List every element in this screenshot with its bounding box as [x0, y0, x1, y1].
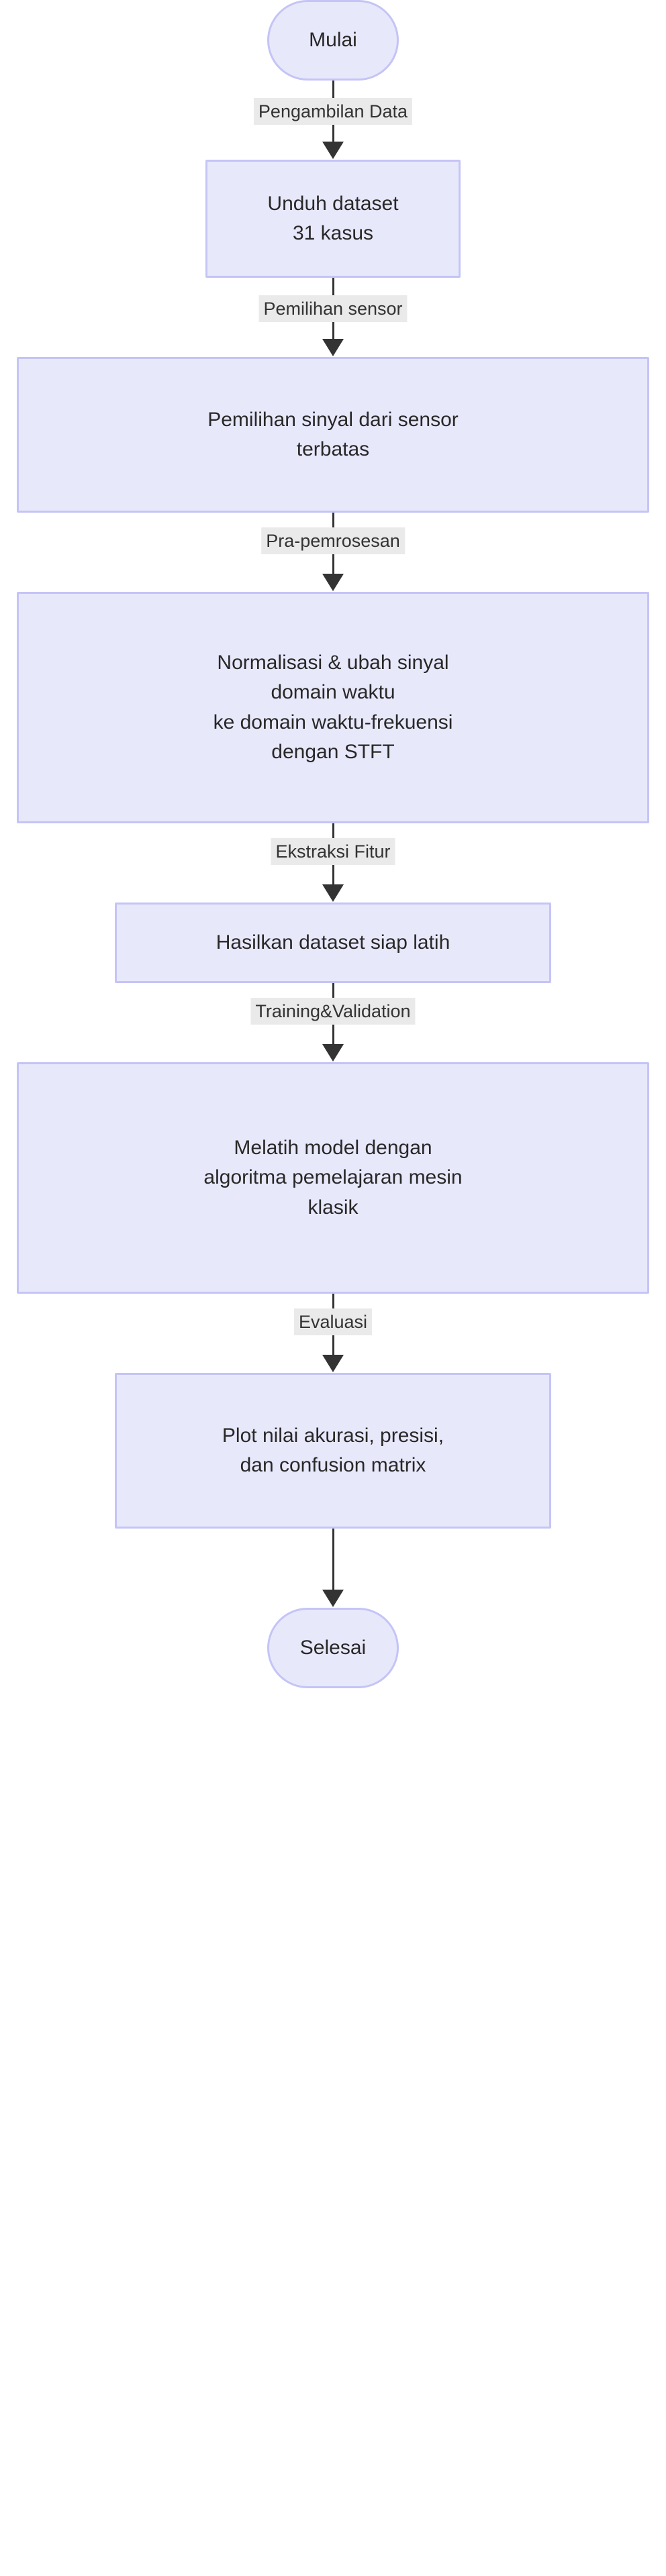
node-selesai[interactable]: Selesai — [267, 1608, 399, 1688]
edge-pengambilan-data: Pengambilan Data — [253, 81, 413, 160]
flowchart-column: Mulai Pengambilan Data Unduh dataset 31 … — [17, 0, 649, 1688]
node-plot-metrik-label: Plot nilai akurasi, presisi, dan confusi… — [222, 1424, 444, 1476]
edge-label-pra-pemrosesan: Pra-pemrosesan — [261, 527, 405, 555]
node-pemilihan-sinyal-label: Pemilihan sinyal dari sensor terbatas — [207, 408, 459, 460]
edge-label-pemilihan-sensor: Pemilihan sensor — [258, 295, 408, 323]
edge-pra-pemrosesan: Pra-pemrosesan — [261, 513, 405, 592]
node-unduh-dataset[interactable]: Unduh dataset 31 kasus — [205, 160, 461, 278]
arrow-head-icon — [322, 574, 344, 591]
node-pemilihan-sinyal[interactable]: Pemilihan sinyal dari sensor terbatas — [17, 357, 649, 513]
edge-label-ekstraksi-fitur: Ekstraksi Fitur — [271, 838, 395, 866]
node-normalisasi-stft-label: Normalisasi & ubah sinyal domain waktu k… — [213, 651, 453, 763]
edge-to-selesai — [313, 1529, 353, 1608]
edge-label-pengambilan-data: Pengambilan Data — [253, 98, 413, 125]
node-hasilkan-dataset-label: Hasilkan dataset siap latih — [216, 931, 450, 954]
node-hasilkan-dataset[interactable]: Hasilkan dataset siap latih — [115, 903, 551, 983]
arrow-head-icon — [322, 339, 344, 356]
node-unduh-dataset-label: Unduh dataset 31 kasus — [267, 192, 399, 244]
edge-label-training-validation: Training&Validation — [250, 998, 416, 1025]
arrow-head-icon — [322, 1590, 344, 1607]
node-mulai[interactable]: Mulai — [267, 0, 399, 81]
node-plot-metrik[interactable]: Plot nilai akurasi, presisi, dan confusi… — [115, 1373, 551, 1529]
edge-evaluasi: Evaluasi — [293, 1294, 373, 1373]
edge-training-validation: Training&Validation — [250, 983, 416, 1062]
edge-line — [332, 1529, 334, 1590]
node-melatih-model-label: Melatih model dengan algoritma pemelajar… — [203, 1136, 463, 1219]
node-normalisasi-stft[interactable]: Normalisasi & ubah sinyal domain waktu k… — [17, 592, 649, 823]
arrow-head-icon — [322, 884, 344, 902]
edge-label-evaluasi: Evaluasi — [293, 1308, 373, 1336]
node-melatih-model[interactable]: Melatih model dengan algoritma pemelajar… — [17, 1062, 649, 1294]
node-selesai-label: Selesai — [299, 1636, 367, 1659]
node-mulai-label: Mulai — [309, 28, 357, 51]
arrow-head-icon — [322, 142, 344, 159]
arrow-head-icon — [322, 1044, 344, 1062]
arrow-head-icon — [322, 1355, 344, 1372]
edge-pemilihan-sensor: Pemilihan sensor — [258, 278, 408, 357]
edge-ekstraksi-fitur: Ekstraksi Fitur — [271, 823, 395, 903]
